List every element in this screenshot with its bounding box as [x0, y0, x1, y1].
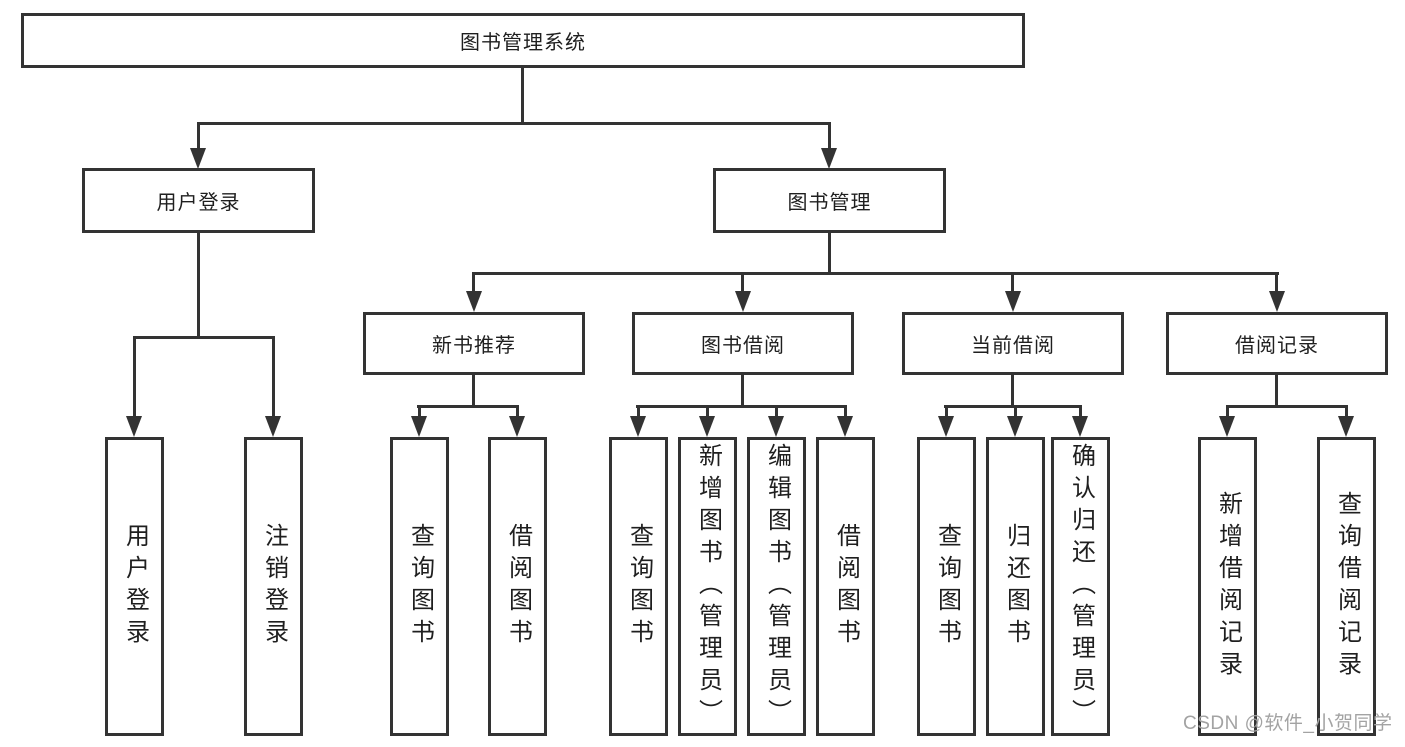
node-book-management: 图书管理	[713, 168, 946, 233]
connector-line	[472, 272, 475, 292]
connector-line	[272, 336, 275, 419]
node-book-management-label: 图书管理	[787, 192, 872, 214]
arrowhead-icon	[126, 416, 142, 437]
connector-line	[197, 233, 200, 338]
leaf-query-books-recommend-label: 查询图书	[406, 522, 434, 651]
node-current-borrowing: 当前借阅	[902, 312, 1124, 375]
connector-line	[418, 405, 421, 419]
node-book-borrowing: 图书借阅	[632, 312, 854, 375]
leaf-user-login: 用户登录	[105, 437, 164, 736]
leaf-edit-books-admin-label: 编辑图书（管理员）	[763, 442, 791, 731]
node-library-system-label: 图书管理系统	[460, 32, 586, 54]
connector-line	[1275, 375, 1278, 407]
leaf-return-books: 归还图书	[986, 437, 1045, 736]
arrowhead-icon	[1269, 291, 1285, 312]
connector-line	[516, 405, 519, 419]
arrowhead-icon	[411, 416, 427, 437]
connector-line	[1011, 375, 1014, 407]
connector-line	[1014, 405, 1017, 419]
connector-line	[1226, 405, 1229, 419]
leaf-edit-books-admin: 编辑图书（管理员）	[747, 437, 806, 736]
leaf-add-borrow-record-label: 新增借阅记录	[1214, 490, 1242, 683]
connector-line	[472, 272, 1279, 275]
arrowhead-icon	[837, 416, 853, 437]
node-borrowing-records-label: 借阅记录	[1235, 335, 1319, 357]
arrowhead-icon	[1338, 416, 1354, 437]
arrowhead-icon	[509, 416, 525, 437]
arrowhead-icon	[1007, 416, 1023, 437]
connector-line	[637, 405, 640, 419]
leaf-add-books-admin: 新增图书（管理员）	[678, 437, 737, 736]
arrowhead-icon	[1219, 416, 1235, 437]
csdn-watermark: CSDN @软件_小贺同学	[1183, 713, 1393, 734]
leaf-confirm-return-admin-label: 确认归还（管理员）	[1067, 442, 1095, 731]
node-borrowing-records: 借阅记录	[1166, 312, 1388, 375]
node-user-login-branch: 用户登录	[82, 168, 315, 233]
connector-line	[133, 336, 136, 419]
connector-line	[636, 405, 847, 408]
leaf-query-books-borrow: 查询图书	[609, 437, 668, 736]
node-new-book-recommend-label: 新书推荐	[432, 335, 516, 357]
leaf-query-books-current-label: 查询图书	[933, 522, 961, 651]
arrowhead-icon	[768, 416, 784, 437]
arrowhead-icon	[466, 291, 482, 312]
node-book-borrowing-label: 图书借阅	[701, 335, 785, 357]
leaf-borrow-books-recommend: 借阅图书	[488, 437, 547, 736]
leaf-return-books-label: 归还图书	[1002, 522, 1030, 651]
leaf-query-books-borrow-label: 查询图书	[625, 522, 653, 651]
connector-line	[472, 375, 475, 407]
node-new-book-recommend: 新书推荐	[363, 312, 585, 375]
leaf-query-books-current: 查询图书	[917, 437, 976, 736]
leaf-borrow-books-recommend-label: 借阅图书	[504, 522, 532, 651]
connector-line	[844, 405, 847, 419]
leaf-logout: 注销登录	[244, 437, 303, 736]
node-current-borrowing-label: 当前借阅	[971, 335, 1055, 357]
connector-line	[828, 122, 831, 150]
arrowhead-icon	[630, 416, 646, 437]
arrowhead-icon	[938, 416, 954, 437]
leaf-borrow-books-label: 借阅图书	[832, 522, 860, 651]
leaf-user-login-label: 用户登录	[121, 522, 149, 651]
leaf-add-borrow-record: 新增借阅记录	[1198, 437, 1257, 736]
arrowhead-icon	[821, 148, 837, 169]
connector-line	[828, 233, 831, 274]
arrowhead-icon	[190, 148, 206, 169]
arrowhead-icon	[735, 291, 751, 312]
connector-line	[197, 122, 831, 125]
node-user-login-branch-label: 用户登录	[156, 192, 241, 214]
connector-line	[417, 405, 519, 408]
connector-line	[521, 68, 524, 124]
arrowhead-icon	[1005, 291, 1021, 312]
connector-line	[1011, 272, 1014, 292]
leaf-borrow-books: 借阅图书	[816, 437, 875, 736]
arrowhead-icon	[265, 416, 281, 437]
node-library-system: 图书管理系统	[21, 13, 1025, 68]
connector-line	[775, 405, 778, 419]
leaf-confirm-return-admin: 确认归还（管理员）	[1051, 437, 1110, 736]
arrowhead-icon	[699, 416, 715, 437]
connector-line	[741, 272, 744, 292]
connector-line	[1345, 405, 1348, 419]
leaf-query-borrow-record: 查询借阅记录	[1317, 437, 1376, 736]
leaf-add-books-admin-label: 新增图书（管理员）	[694, 442, 722, 731]
connector-line	[197, 122, 200, 150]
connector-line	[133, 336, 275, 339]
leaf-query-books-recommend: 查询图书	[390, 437, 449, 736]
connector-line	[706, 405, 709, 419]
connector-line	[1079, 405, 1082, 419]
connector-line	[1275, 272, 1278, 292]
connector-line	[1226, 405, 1348, 408]
connector-line	[945, 405, 948, 419]
connector-line	[944, 405, 1082, 408]
arrowhead-icon	[1072, 416, 1088, 437]
leaf-query-borrow-record-label: 查询借阅记录	[1333, 490, 1361, 683]
connector-line	[741, 375, 744, 407]
leaf-logout-label: 注销登录	[260, 522, 288, 651]
